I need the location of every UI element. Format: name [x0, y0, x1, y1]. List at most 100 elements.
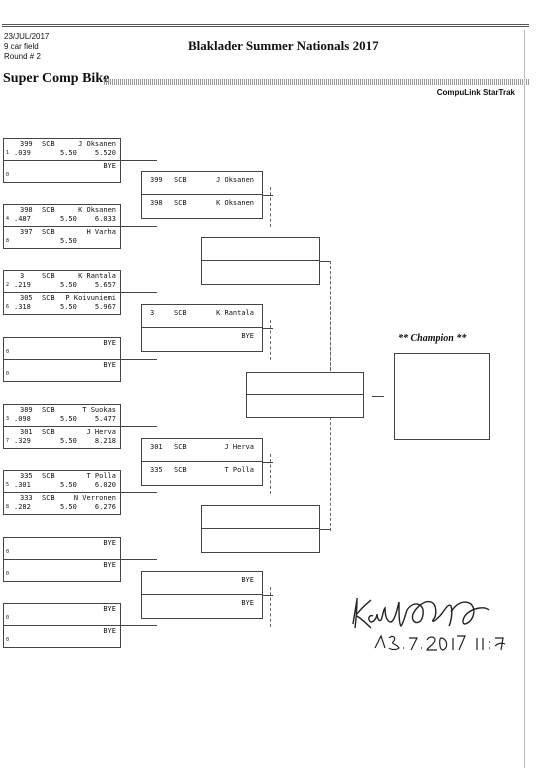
reaction-time: .098 [14, 415, 31, 423]
car-number: 398 [150, 199, 163, 207]
lane-number: 6 [6, 303, 10, 310]
elapsed-time: 5.657 [94, 281, 116, 289]
lane-number: 3 [6, 416, 10, 422]
bracket-connector [121, 625, 157, 626]
racer-slot [247, 395, 363, 417]
lane-number: 0 [6, 615, 10, 621]
final-pair [246, 372, 364, 418]
racer-name: J Oksanen [78, 140, 116, 148]
reaction-time: .329 [14, 436, 31, 445]
racer-name: BYE [241, 599, 254, 607]
round2-pair: BYE BYE [141, 571, 263, 619]
racer-name: T Polla [86, 472, 116, 480]
bracket-dashed-line [270, 187, 271, 227]
racer-name: K Oksanen [216, 199, 254, 207]
car-number: 397 [20, 227, 33, 236]
bracket-dashed-line [270, 587, 271, 627]
racer-slot: BYE [142, 328, 262, 351]
car-number: 335 [20, 472, 33, 480]
dial-in: 5.50 [60, 481, 77, 489]
bracket-connector [320, 529, 330, 530]
car-class: SCB [174, 176, 187, 184]
car-class: SCB [42, 272, 55, 280]
car-class: SCB [42, 406, 55, 414]
racer-name: T Polla [224, 466, 254, 474]
car-number: 3 [150, 309, 155, 317]
racer-name: BYE [103, 339, 116, 347]
bracket-connector [121, 492, 157, 493]
car-class: SCB [42, 293, 55, 302]
racer-name: BYE [103, 360, 116, 369]
elapsed-time: 6.276 [94, 502, 116, 511]
bracket-connector [121, 292, 157, 293]
lane-number: 0 [6, 636, 10, 643]
round3-pair [201, 237, 320, 285]
car-number: 301 [20, 427, 33, 436]
racer-slot: BYE [142, 595, 262, 618]
car-class: SCB [42, 493, 55, 502]
dial-in: 5.50 [60, 149, 77, 157]
lane-number: 8 [6, 503, 10, 510]
bracket-connector [263, 462, 273, 463]
champion-connector [372, 396, 384, 397]
car-number: 3 [20, 272, 25, 280]
round-number: Round # 2 [4, 52, 41, 61]
lane-number: 0 [6, 549, 10, 555]
racer-slot [202, 529, 319, 552]
dial-in: 5.50 [60, 436, 77, 445]
bracket-connector [121, 559, 157, 560]
car-number: 398 [20, 206, 33, 214]
racer-name: N Verronen [73, 493, 116, 502]
header-rule [2, 24, 529, 25]
car-number: 335 [150, 466, 163, 474]
elapsed-time: 6.033 [94, 215, 116, 223]
bracket-dashed-line [270, 320, 271, 360]
page-edge [524, 30, 525, 768]
lane-number: 0 [6, 171, 10, 178]
racer-slot: BYE 0 [4, 338, 120, 360]
title-hatch [104, 79, 529, 85]
car-number: 333 [20, 493, 33, 502]
dial-in: 5.50 [60, 215, 77, 223]
bracket-dashed-line [270, 454, 271, 494]
racer-name: BYE [103, 539, 116, 547]
event-date: 23/JUL/2017 [4, 32, 50, 41]
bracket-connector [121, 160, 157, 161]
lane-number: 2 [6, 282, 10, 288]
reaction-time: .039 [14, 149, 31, 157]
racer-slot [202, 506, 319, 529]
lane-number: 0 [6, 349, 10, 355]
racer-name: BYE [103, 560, 116, 569]
car-class: SCB [42, 427, 55, 436]
car-class: SCB [42, 140, 55, 148]
page-title: Blaklader Summer Nationals 2017 [188, 38, 379, 53]
car-number: 399 [150, 176, 163, 184]
dial-in: 5.50 [60, 236, 77, 245]
racer-name: K Oksanen [78, 206, 116, 214]
champion-box [394, 353, 490, 440]
reaction-time: .282 [14, 502, 31, 511]
racer-slot: BYE [142, 572, 262, 595]
reaction-time: .487 [14, 215, 31, 223]
